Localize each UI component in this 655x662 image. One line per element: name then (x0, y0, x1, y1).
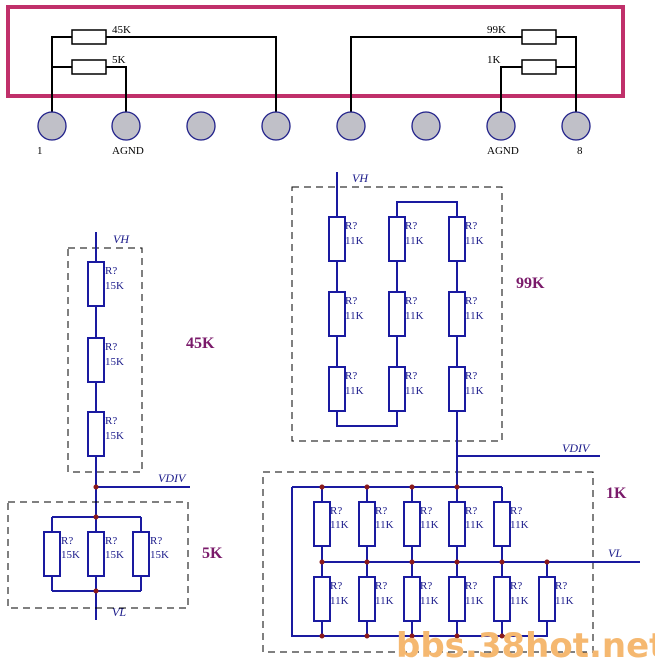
ref-m11: R? (555, 580, 567, 592)
val-m11: 11K (555, 595, 574, 607)
val-l1: 15K (105, 280, 124, 292)
ref-m5: R? (510, 505, 522, 517)
pad-8[interactable] (561, 111, 591, 141)
group-45k-title: 45K (186, 335, 215, 352)
val-m8: 11K (420, 595, 439, 607)
val-m10: 11K (510, 595, 529, 607)
ref-n8: R? (405, 370, 417, 382)
pad-3[interactable] (186, 111, 216, 141)
group-99k-box (291, 186, 503, 442)
group-45k: VH R? 15K R? 15K R? 15K 45K (67, 232, 215, 620)
ref-m10: R? (510, 580, 522, 592)
group-99k: VH R? 11K R? 11K R? 11K R? 11K R? 11K R?… (291, 171, 545, 456)
val-p1: 15K (61, 549, 80, 561)
resistor-1k-label: 1K (487, 54, 501, 66)
group-1k-title: 1K (606, 485, 627, 502)
val-n9: 11K (465, 385, 484, 397)
pad-8-label: 8 (577, 145, 583, 157)
resistor-1k (521, 59, 557, 75)
pad-2-label: AGND (112, 145, 144, 157)
val-m9: 11K (465, 595, 484, 607)
pad-row: 1 AGND AGND 8 (37, 111, 591, 157)
ref-n1: R? (345, 220, 357, 232)
resistor-45k-label: 45K (112, 24, 131, 36)
val-l2: 15K (105, 356, 124, 368)
resistor-45k (71, 29, 107, 45)
vdiv-label-left: VDIV (158, 471, 187, 485)
val-m7: 11K (375, 595, 394, 607)
ref-n9: R? (465, 370, 477, 382)
ref-n6: R? (465, 295, 477, 307)
ref-m3: R? (420, 505, 432, 517)
ref-n5: R? (405, 295, 417, 307)
ref-p2: R? (105, 535, 117, 547)
resistor-99k-label: 99K (487, 24, 506, 36)
top-right-network: 99K 1K (350, 24, 577, 113)
group-5k-box (7, 501, 189, 609)
val-m4: 11K (465, 519, 484, 531)
pad-1[interactable] (37, 111, 67, 141)
ref-m2: R? (375, 505, 387, 517)
val-n5: 11K (405, 310, 424, 322)
pad-7[interactable] (486, 111, 516, 141)
val-m6: 11K (330, 595, 349, 607)
top-left-network: 45K 5K (51, 24, 277, 113)
val-n2: 11K (405, 235, 424, 247)
group-1k: R? 11K R? 11K R? 11K R? 11K R? 11K R? 11… (262, 456, 640, 653)
ref-n2: R? (405, 220, 417, 232)
vl-label-left: VL (112, 605, 126, 619)
val-p2: 15K (105, 549, 124, 561)
vdiv-label-right: VDIV (562, 441, 591, 455)
pad-2[interactable] (111, 111, 141, 141)
val-m1: 11K (330, 519, 349, 531)
val-m2: 11K (375, 519, 394, 531)
ref-n7: R? (345, 370, 357, 382)
val-l3: 15K (105, 430, 124, 442)
pad-7-label: AGND (487, 145, 519, 157)
vl-label-right: VL (608, 546, 622, 560)
vh-label-right: VH (352, 171, 369, 185)
val-n1: 11K (345, 235, 364, 247)
resistor-5k (71, 59, 107, 75)
group-99k-title: 99K (516, 275, 545, 292)
ref-m7: R? (375, 580, 387, 592)
pad-4[interactable] (261, 111, 291, 141)
val-n6: 11K (465, 310, 484, 322)
ref-m6: R? (330, 580, 342, 592)
resistor-99k (521, 29, 557, 45)
ref-l3: R? (105, 415, 117, 427)
ref-n3: R? (465, 220, 477, 232)
group-45k-box (67, 247, 143, 473)
ref-p3: R? (150, 535, 162, 547)
pad-6[interactable] (411, 111, 441, 141)
resistor-5k-label: 5K (112, 54, 126, 66)
ref-l1: R? (105, 265, 117, 277)
val-n3: 11K (465, 235, 484, 247)
pad-1-label: 1 (37, 145, 43, 157)
watermark: bbs.38hot.net (396, 626, 655, 662)
ref-m8: R? (420, 580, 432, 592)
ref-n4: R? (345, 295, 357, 307)
pad-5[interactable] (336, 111, 366, 141)
ref-p1: R? (61, 535, 73, 547)
val-p3: 15K (150, 549, 169, 561)
ref-l2: R? (105, 341, 117, 353)
val-m5: 11K (510, 519, 529, 531)
ref-m9: R? (465, 580, 477, 592)
group-5k: R? 15K R? 15K R? 15K VL 5K (7, 484, 223, 619)
vh-label-left: VH (113, 232, 130, 246)
group-5k-title: 5K (202, 545, 223, 562)
val-m3: 11K (420, 519, 439, 531)
ref-m4: R? (465, 505, 477, 517)
val-n4: 11K (345, 310, 364, 322)
highlight-box (6, 5, 625, 98)
val-n8: 11K (405, 385, 424, 397)
val-n7: 11K (345, 385, 364, 397)
ref-m1: R? (330, 505, 342, 517)
